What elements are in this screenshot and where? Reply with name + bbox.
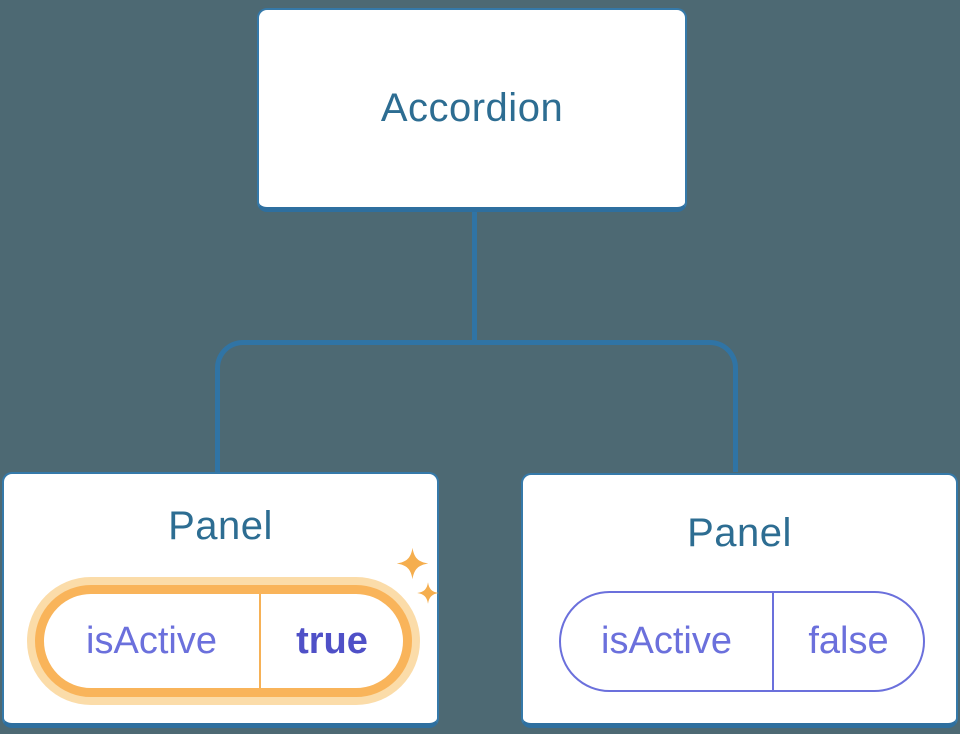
panel-title: Panel: [687, 511, 792, 555]
tree-connector-stem: [472, 212, 477, 342]
accordion-node: Accordion: [257, 8, 687, 212]
panel-title: Panel: [168, 504, 273, 548]
prop-name: isActive: [601, 620, 732, 662]
accordion-node-label: Accordion: [380, 86, 564, 130]
pill-divider: [772, 593, 774, 690]
prop-pill-inactive: isActive false: [559, 591, 925, 692]
prop-value: true: [296, 619, 368, 662]
panel-node-inactive: Panel isActive false: [521, 473, 958, 728]
tree-connector-branch: [215, 340, 738, 472]
prop-name: isActive: [86, 619, 217, 662]
prop-pill-active: isActive true: [35, 585, 412, 697]
pill-divider: [259, 594, 261, 688]
sparkle-icon: [395, 546, 430, 581]
prop-value: false: [808, 620, 889, 662]
panel-node-active: Panel isActive true: [2, 472, 439, 728]
sparkle-icon: [416, 581, 440, 605]
